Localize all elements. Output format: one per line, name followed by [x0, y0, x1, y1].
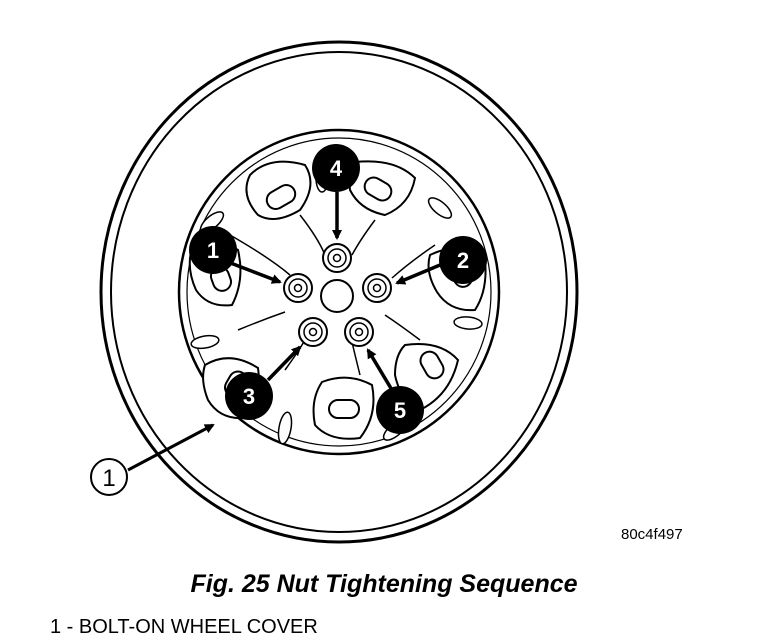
arrow-3	[266, 345, 302, 382]
callout-1-label: 1	[207, 238, 219, 263]
figure-legend: 1 - BOLT-ON WHEEL COVER	[50, 616, 318, 638]
callout-5: 5	[376, 386, 424, 434]
callout-5-label: 5	[394, 398, 406, 423]
lug-nut-5	[344, 317, 374, 347]
slot-hole	[363, 176, 393, 202]
arrow-5	[366, 348, 394, 391]
lug-nut-1	[283, 273, 313, 303]
callout-2-label: 2	[457, 248, 469, 273]
callout-4-label: 4	[330, 156, 343, 181]
callout-4: 4	[312, 144, 360, 192]
lug-nut-4	[322, 243, 352, 273]
arrows	[127, 192, 441, 472]
callout-2: 2	[439, 236, 487, 284]
wheel-cover-inner-rim	[186, 137, 492, 447]
vent	[277, 411, 293, 445]
figure-code: 80c4f497	[621, 526, 683, 543]
lug-nut-2	[362, 273, 392, 303]
lug-nut-3	[298, 317, 328, 347]
callout-3: 3	[225, 372, 273, 420]
figure-caption: Fig. 25 Nut Tightening Sequence	[190, 570, 578, 598]
slot-hole	[265, 184, 297, 210]
vent	[190, 334, 220, 350]
leader-callout-1: 1	[90, 458, 128, 496]
arrow-1	[227, 260, 282, 284]
callout-1: 1	[189, 226, 237, 274]
leader-callout-1-label: 1	[102, 465, 115, 492]
slot-hole	[328, 399, 360, 419]
callout-3-label: 3	[243, 384, 255, 409]
vent	[453, 316, 483, 330]
center-hub	[320, 279, 354, 313]
vent	[427, 197, 453, 219]
tire-inner	[110, 51, 568, 533]
slot-hole	[419, 350, 445, 380]
arrow-2	[395, 263, 441, 285]
arrow-leader-1	[127, 423, 215, 472]
